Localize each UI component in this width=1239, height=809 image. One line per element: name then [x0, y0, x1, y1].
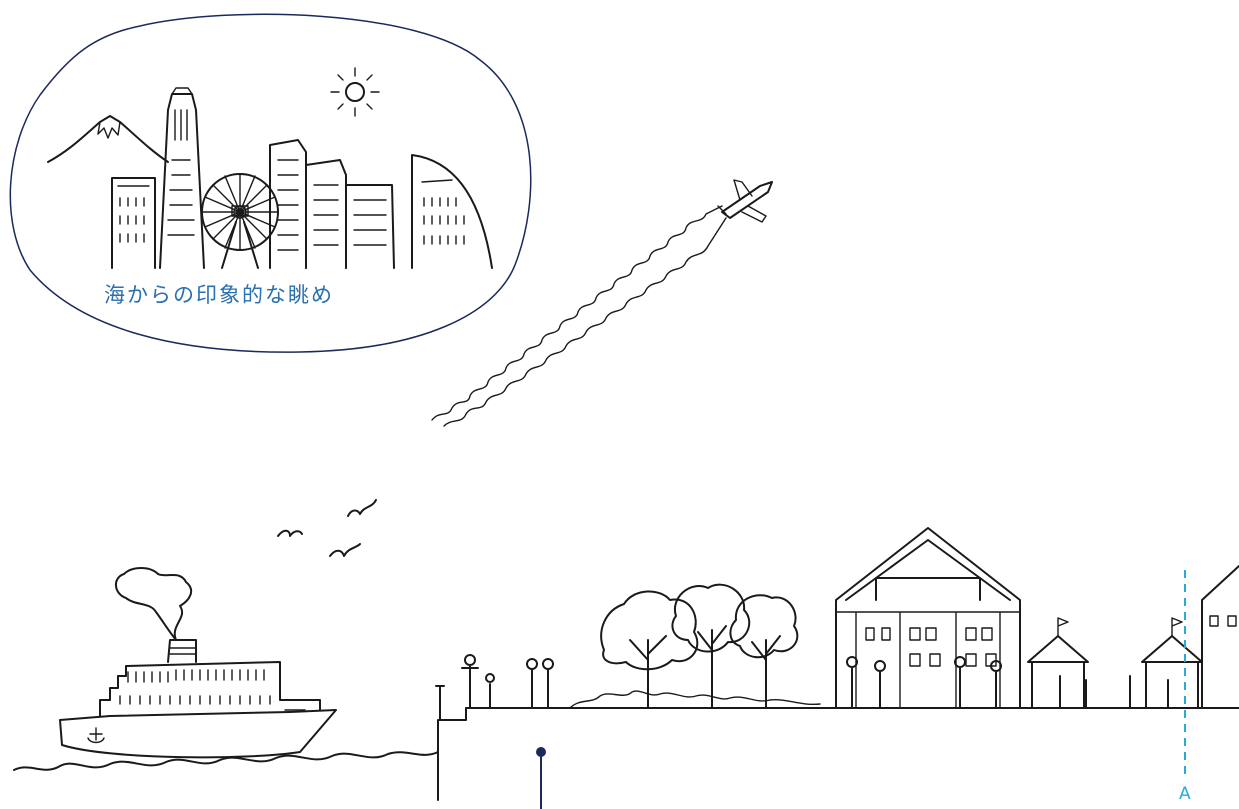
- ship-icon: [59, 639, 337, 759]
- airplane-icon: [717, 179, 773, 223]
- section-marker-label: A: [1179, 784, 1191, 804]
- birds-icon: [277, 499, 377, 557]
- thought-bubble-caption: 海からの印象的な眺め: [104, 283, 334, 307]
- bushes: [569, 690, 821, 709]
- trees-icon: [600, 583, 799, 709]
- mount-fuji-icon: [47, 115, 169, 163]
- smoke-plume: [115, 567, 193, 641]
- thought-bubble-outline: [9, 13, 532, 353]
- sun-icon: [330, 67, 380, 117]
- skyline-buildings-icon: [269, 139, 493, 269]
- ferris-wheel-icon: [201, 173, 279, 269]
- quay-wall: [437, 707, 1239, 801]
- location-pin-icon: [536, 747, 546, 809]
- anchor-icon: [87, 727, 105, 744]
- bollard: [435, 685, 445, 721]
- sea-waves: [13, 751, 439, 771]
- landmark-tower-icon: [159, 87, 205, 269]
- people-crowd: [461, 654, 1169, 709]
- contrail-cloud: [431, 205, 727, 427]
- warehouse-icon: [835, 527, 1239, 709]
- market-tent-icon: [1027, 617, 1203, 709]
- office-building-icon: [111, 177, 156, 269]
